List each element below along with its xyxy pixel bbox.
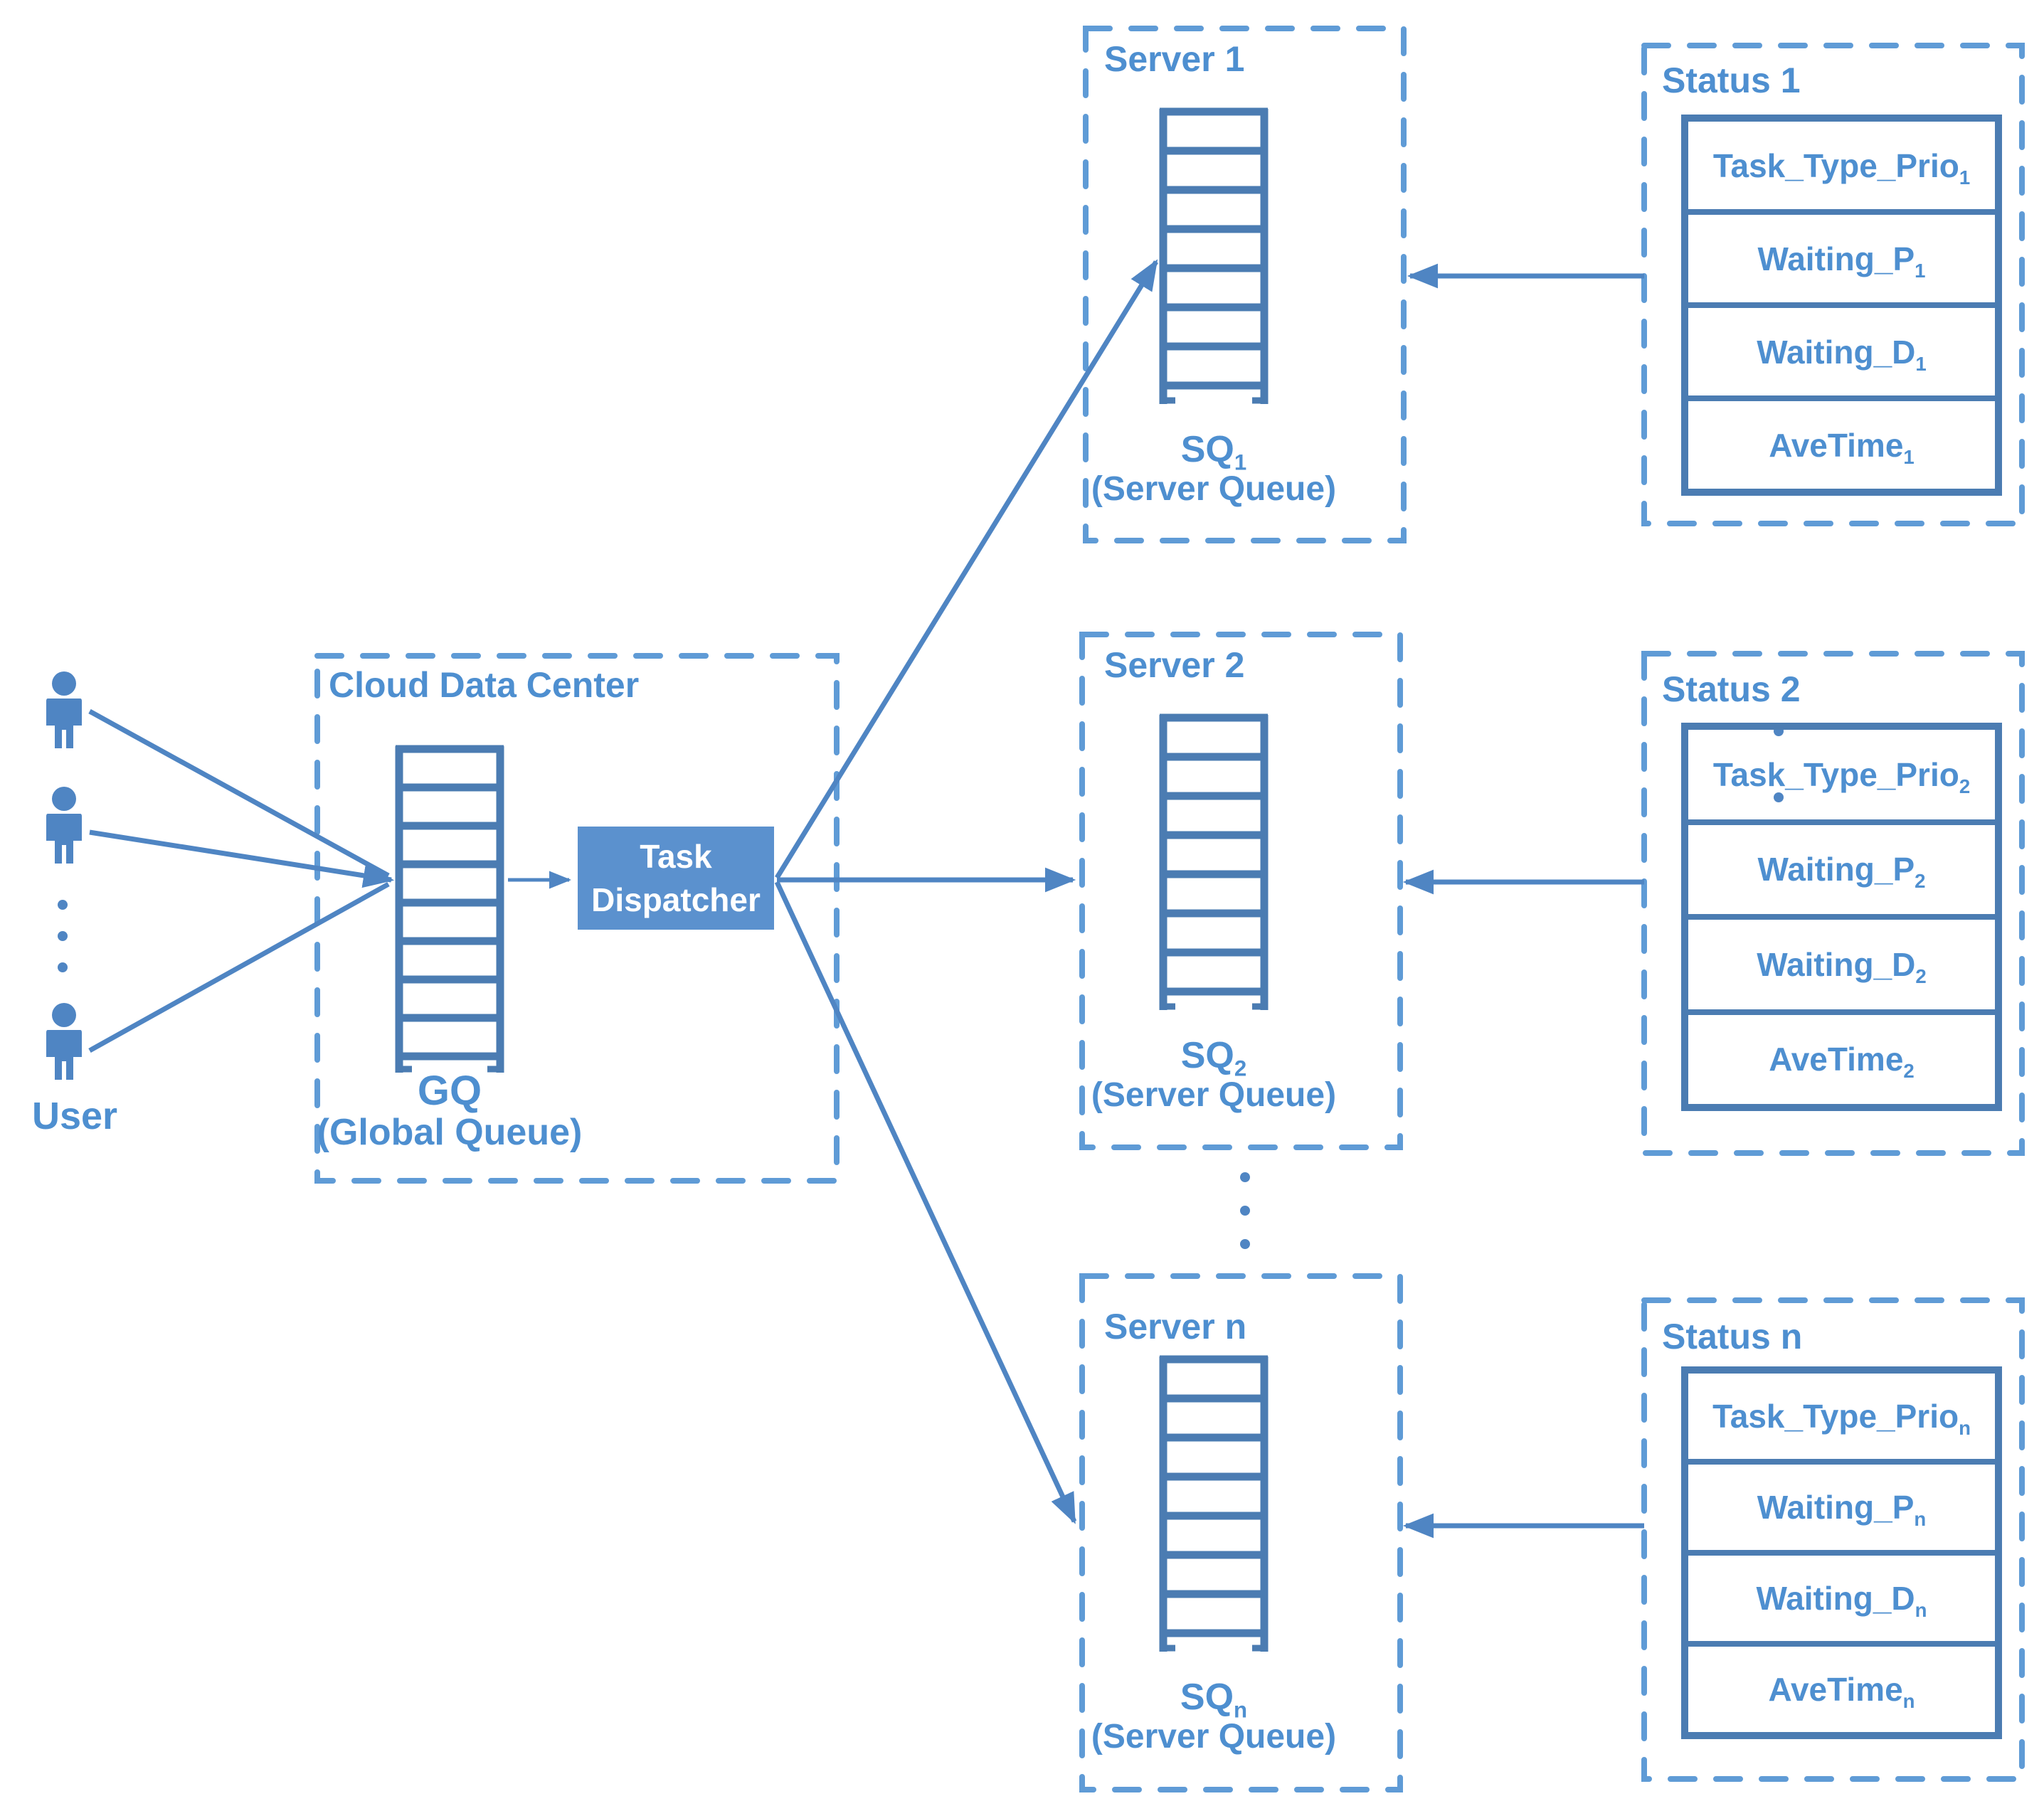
status-2-box	[1641, 651, 2025, 1156]
table-row: Task_Type_Prio2	[1712, 755, 1971, 797]
task-dispatcher-line1: Task	[640, 837, 712, 875]
users-vertical-ellipsis-icon	[58, 900, 68, 972]
sqn-subscript: n	[1234, 1697, 1248, 1723]
table-row: AveTime1	[1688, 395, 1995, 489]
server-2-queue-ladder	[1159, 713, 1269, 1010]
user-person-icon	[46, 787, 82, 864]
status-n-box	[1641, 1297, 2025, 1782]
server-2-queue-label: SQ2	[1107, 1034, 1320, 1081]
status-n-table: Task_Type_Prion Waiting_Pn Waiting_Dn Av…	[1681, 1366, 2002, 1739]
user-person-icon	[46, 1003, 82, 1080]
user3-to-gq-arrow	[88, 881, 390, 1053]
sq1-subscript: 1	[1234, 450, 1247, 475]
table-row: Waiting_Pn	[1688, 1459, 1995, 1550]
global-queue-ladder	[395, 745, 504, 1073]
table-row: Task_Type_Prio1	[1712, 147, 1971, 188]
status-2-title: Status 2	[1662, 669, 1801, 709]
table-row: Waiting_P2	[1688, 819, 1995, 915]
servers-vertical-ellipsis-icon	[1240, 1172, 1250, 1249]
server-1-title: Server 1	[1104, 39, 1245, 79]
cloud-data-center-title: Cloud Data Center	[329, 665, 640, 705]
table-row: Waiting_D1	[1688, 302, 1995, 395]
sq1-text: SQ	[1180, 429, 1234, 470]
dispatcher-to-server1-arrow	[775, 259, 1158, 879]
global-queue-label: GQ	[417, 1068, 482, 1114]
server-2-queue-sublabel: (Server Queue)	[1091, 1076, 1337, 1114]
status-1-table: Task_Type_Prio1 Waiting_P1 Waiting_D1 Av…	[1681, 115, 2002, 496]
server-n-box	[1079, 1273, 1403, 1792]
server-1-box	[1083, 26, 1407, 543]
server-1-queue-sublabel: (Server Queue)	[1091, 470, 1337, 508]
status-1-box	[1641, 43, 2025, 526]
server-n-queue-ladder	[1159, 1355, 1269, 1652]
server-n-title: Server n	[1104, 1307, 1247, 1346]
sqn-text: SQ	[1180, 1677, 1234, 1718]
sq2-text: SQ	[1180, 1035, 1234, 1076]
table-row: AveTimen	[1688, 1641, 1995, 1732]
user-person-icon	[46, 671, 82, 748]
table-row: Waiting_P1	[1688, 209, 1995, 302]
status-1-title: Status 1	[1662, 60, 1801, 100]
server-n-queue-label: SQn	[1107, 1676, 1320, 1723]
server-1-queue-label: SQ1	[1107, 428, 1320, 475]
status-2-table: Task_Type_Prio2 Waiting_P2 Waiting_D2 Av…	[1681, 723, 2002, 1111]
server-n-queue-sublabel: (Server Queue)	[1091, 1718, 1337, 1755]
user1-to-gq-arrow	[88, 708, 390, 878]
server-1-queue-ladder	[1159, 107, 1269, 404]
server-2-title: Server 2	[1104, 645, 1245, 685]
sq2-subscript: 2	[1234, 1056, 1247, 1081]
dispatcher-to-servern-arrow	[774, 881, 1077, 1524]
cloud-data-center-box	[314, 653, 840, 1184]
task-dispatcher-box: Task Dispatcher	[578, 827, 774, 930]
table-row: AveTime2	[1688, 1009, 1995, 1105]
status-n-title: Status n	[1662, 1317, 1803, 1356]
table-row: Waiting_Dn	[1688, 1550, 1995, 1641]
user2-to-gq-arrow	[89, 829, 395, 888]
table-row: Waiting_D2	[1688, 914, 1995, 1009]
server-2-box	[1079, 632, 1403, 1150]
global-queue-sublabel: (Global Queue)	[317, 1112, 583, 1153]
user-group-label: User	[31, 1095, 118, 1137]
task-dispatcher-line2: Dispatcher	[591, 881, 761, 918]
table-row: Task_Type_Prion	[1712, 1398, 1971, 1440]
